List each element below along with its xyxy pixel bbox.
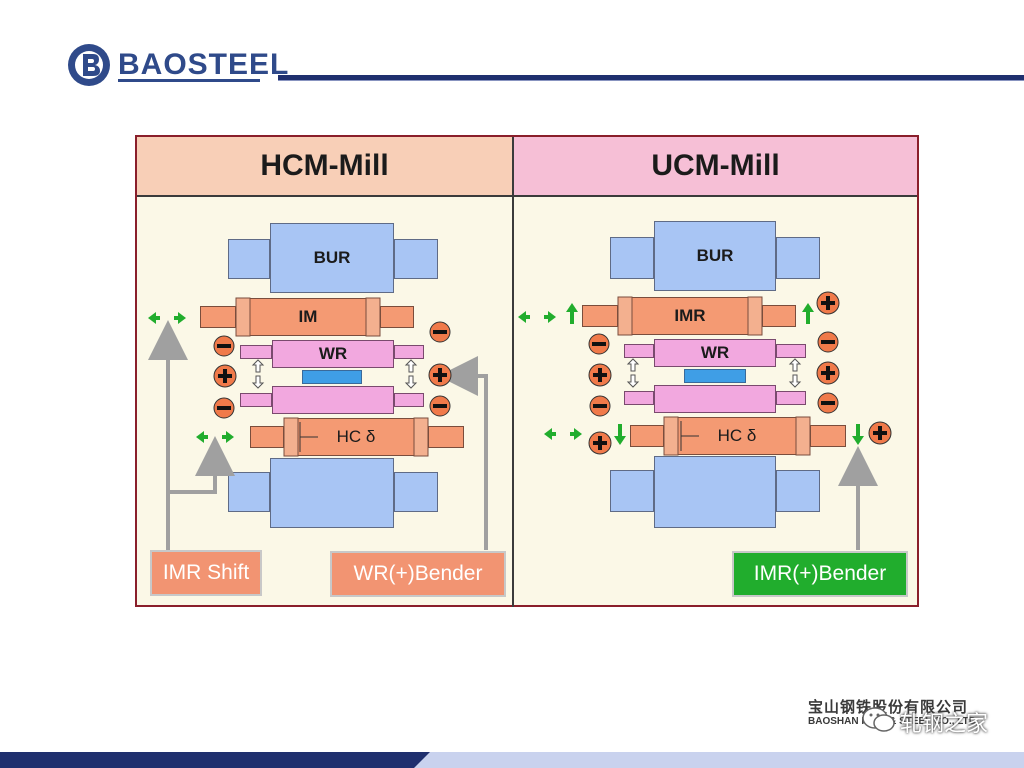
hcm-lower-wr <box>272 386 394 414</box>
ucm-plus-right-icon <box>816 361 840 385</box>
ucm-plus-lower-right-icon <box>868 421 892 445</box>
ucm-minus-lower-right-icon <box>817 392 839 414</box>
hcm-lower-wr-neck-right <box>394 393 424 407</box>
ucm-imr-taper-right <box>747 296 763 336</box>
hcm-lower-imr-taper <box>283 417 299 457</box>
ucm-plus-upper-right-icon <box>816 291 840 315</box>
ucm-strip <box>684 369 746 383</box>
ucm-wr-bend-arrows-icon <box>626 358 802 388</box>
hcm-upper-bur-neck-right <box>394 239 438 279</box>
ucm-lower-wr-neck-left <box>624 391 654 405</box>
ucm-plus-lower-left-icon <box>588 431 612 455</box>
ucm-upper-bur: BUR <box>654 221 776 291</box>
ucm-lower-wr-neck-right <box>776 391 806 405</box>
hcm-lower-bur-neck-right <box>394 472 438 512</box>
ucm-upper-imr: IMR <box>618 297 762 335</box>
ucm-imr-bend-up-icon <box>566 303 814 324</box>
brand-name: BAOSTEEL <box>118 48 290 81</box>
ucm-upper-wr-neck-right <box>776 344 806 358</box>
hcm-plus-right-icon <box>428 363 452 387</box>
hcm-shift-arrow-upper-icon <box>148 312 186 324</box>
hcm-lower-bur-neck-left <box>228 472 270 512</box>
baosteel-logo-icon <box>68 44 110 86</box>
ucm-shift-arrow-lower-icon <box>544 428 582 440</box>
ucm-lower-imr-taper <box>663 416 679 456</box>
brand-underline <box>118 79 260 82</box>
ucm-title: UCM-Mill <box>651 149 780 182</box>
footer-bar <box>0 752 1024 768</box>
ucm-imr-taper <box>617 296 633 336</box>
ucm-minus-lower-left-icon <box>589 395 611 417</box>
hcm-lower-wr-neck-left <box>240 393 272 407</box>
hcm-imr-taper <box>235 297 251 337</box>
hcm-upper-imr: IM <box>236 298 380 336</box>
diagram-panel <box>135 135 919 607</box>
hcm-minus-lower-left-icon <box>213 397 235 419</box>
hcm-header: HCM-Mill <box>137 137 512 197</box>
hcm-minus-upper-left-icon <box>213 335 235 357</box>
ucm-shift-arrow-upper-icon <box>518 311 556 323</box>
ucm-upper-wr: WR <box>654 339 776 367</box>
ucm-lower-bur <box>654 456 776 528</box>
ucm-minus-upper-right-icon <box>817 331 839 353</box>
hcm-title: HCM-Mill <box>260 149 389 182</box>
hcm-upper-wr-neck-left <box>240 345 272 359</box>
wr-bender-legend: WR(+)Bender <box>330 551 506 597</box>
ucm-header: UCM-Mill <box>514 137 917 197</box>
panel-divider <box>512 137 514 607</box>
company-name-cn: 宝山钢铁股份有限公司 <box>808 699 969 716</box>
ucm-imr-bend-down-icon <box>614 424 864 445</box>
ucm-upper-wr-neck-left <box>624 344 654 358</box>
imr-bender-legend: IMR(+)Bender <box>732 551 908 597</box>
hcm-shift-arrow-lower-icon <box>196 431 234 443</box>
hcm-upper-wr-neck-right <box>394 345 424 359</box>
ucm-plus-left-icon <box>588 363 612 387</box>
hcm-upper-bur-neck-left <box>228 239 270 279</box>
hcm-plus-left-icon <box>213 364 237 388</box>
hcm-lower-bur <box>270 458 394 528</box>
hcm-minus-lower-right-icon <box>429 395 451 417</box>
ucm-minus-upper-left-icon <box>588 333 610 355</box>
hcm-wr-bend-arrows-icon <box>251 359 418 389</box>
ucm-lower-imr-taper-right <box>795 416 811 456</box>
hcm-imr-taper-right <box>365 297 381 337</box>
ucm-upper-bur-neck-left <box>610 237 654 279</box>
watermark-text: 轧钢之家 <box>900 712 989 737</box>
ucm-lower-bur-neck-right <box>776 470 820 512</box>
ucm-upper-bur-neck-right <box>776 237 820 279</box>
imr-shift-legend: IMR Shift <box>150 550 262 596</box>
ucm-lower-bur-neck-left <box>610 470 654 512</box>
hcm-strip <box>302 370 362 384</box>
hcm-lower-imr-taper-right <box>413 417 429 457</box>
wechat-icon <box>862 707 895 732</box>
hcm-upper-bur: BUR <box>270 223 394 293</box>
hcm-upper-wr: WR <box>272 340 394 368</box>
hcm-minus-upper-right-icon <box>429 321 451 343</box>
header-rule <box>278 75 1024 81</box>
ucm-lower-wr <box>654 385 776 413</box>
